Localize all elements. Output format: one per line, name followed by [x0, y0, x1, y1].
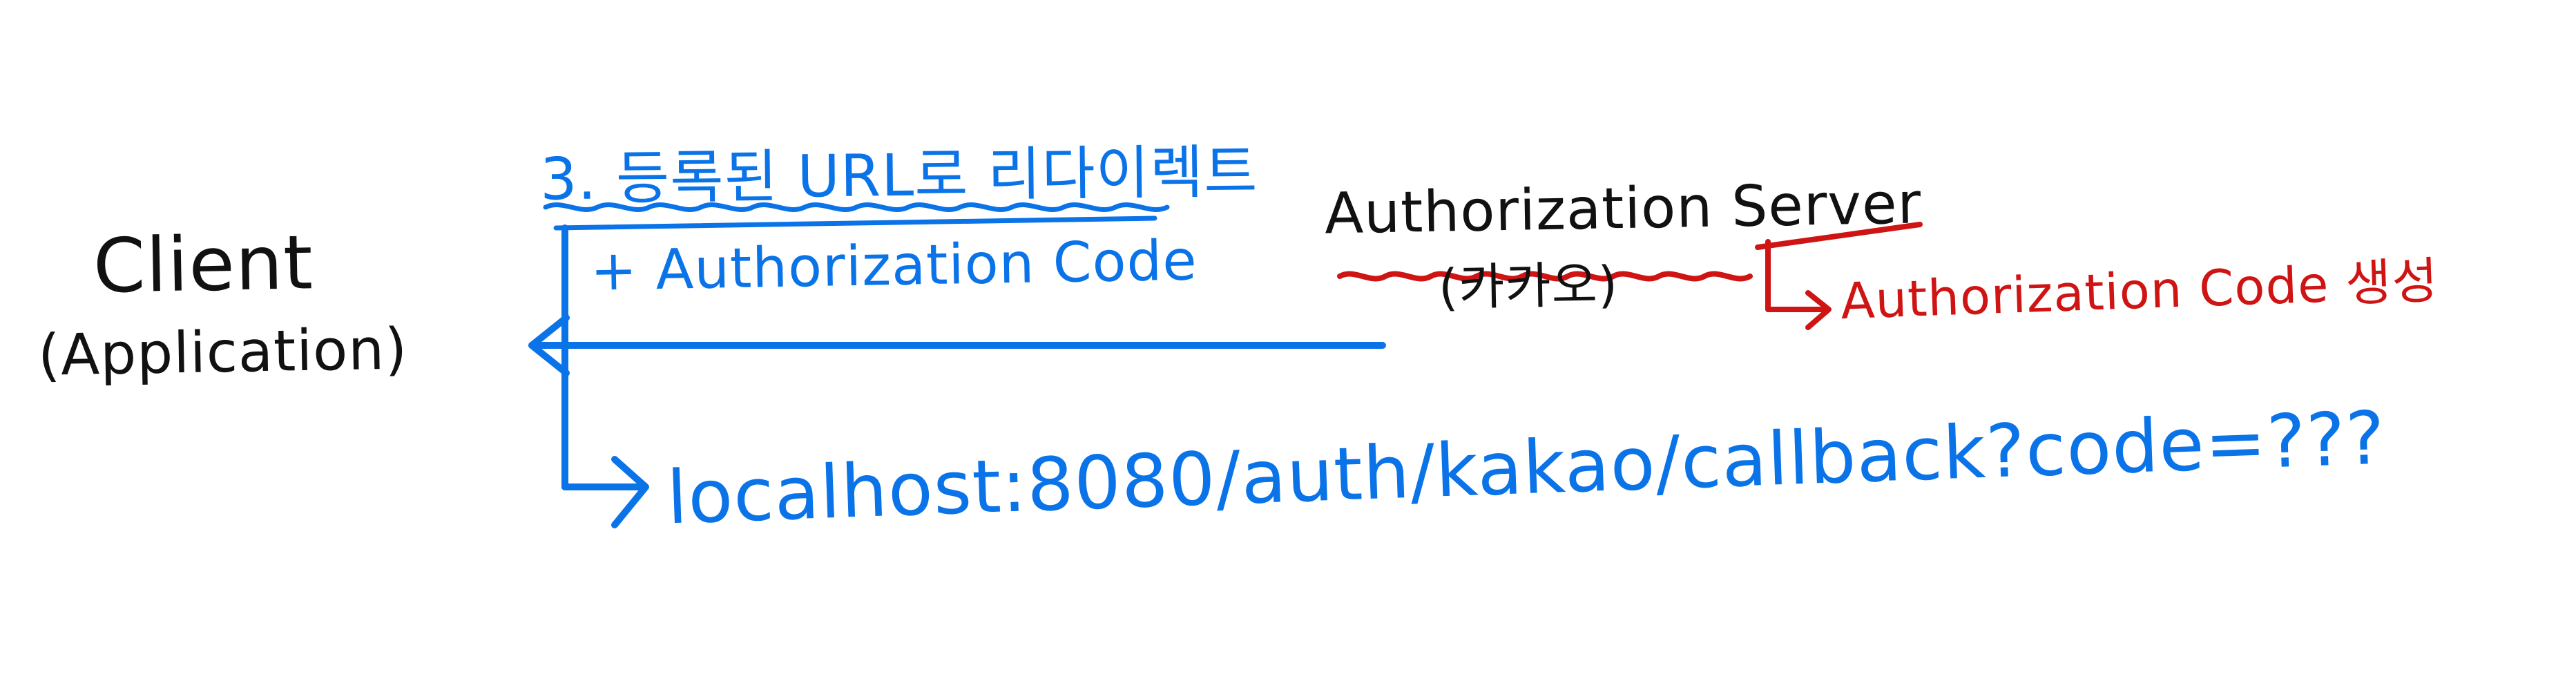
arrow-left-icon: [528, 314, 570, 376]
step-wavy-underline: [543, 202, 1170, 212]
step-sublabel: + Authorization Code: [590, 228, 1198, 303]
client-title: Client: [92, 220, 314, 310]
server-subtitle: (카카오): [1438, 255, 1619, 317]
server-action-connector: [1765, 239, 1826, 312]
step-underline: [553, 215, 1157, 231]
client-subtitle: (Application): [37, 316, 408, 389]
server-underline: [1755, 222, 1923, 250]
step-label: 3. 등록된 URL로 리다이렉트: [539, 137, 1258, 213]
arrow-right-icon: [1805, 290, 1832, 330]
server-title: Authorization Server: [1324, 171, 1922, 247]
arrow-right-icon: [611, 456, 649, 528]
server-wavy-underline: [1337, 271, 1753, 282]
